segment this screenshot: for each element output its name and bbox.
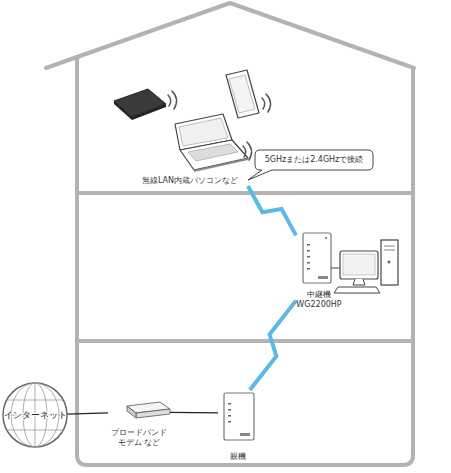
device-label: 中継機 WG2200HP bbox=[296, 290, 342, 310]
router-illustration bbox=[114, 89, 166, 120]
repeater-illustration-part bbox=[307, 262, 310, 264]
house-outline-part bbox=[77, 57, 413, 465]
callout-bubble: 5GHzまたは2.4GHzで接続 bbox=[256, 151, 372, 169]
callout-bubble-shape-part bbox=[248, 150, 373, 180]
cable-line bbox=[67, 413, 108, 414]
repeater-illustration bbox=[303, 233, 331, 283]
device-label: 5GHzまたは2.4GHzで接続 bbox=[265, 155, 364, 165]
tablet-illustration-part bbox=[229, 75, 255, 113]
wireless-link bbox=[250, 301, 296, 390]
desktop-pc-illustration bbox=[331, 240, 398, 293]
repeater-illustration-part bbox=[325, 237, 327, 239]
wifi-waves-part bbox=[262, 98, 265, 109]
laptop-illustration-part bbox=[180, 140, 248, 170]
desktop-pc-illustration-part bbox=[340, 251, 378, 279]
globe-label: インターネット bbox=[4, 410, 67, 420]
wifi-waves-part bbox=[243, 146, 246, 157]
house-outline-part bbox=[77, 339, 413, 343]
router-illustration-part bbox=[114, 89, 166, 117]
modem-illustration bbox=[127, 402, 170, 418]
base-unit-illustration-part bbox=[228, 415, 231, 417]
modem-illustration-part bbox=[136, 409, 170, 418]
callout-bubble-shape bbox=[248, 150, 373, 180]
base-unit-illustration-part bbox=[240, 433, 250, 436]
tablet-illustration bbox=[226, 70, 259, 118]
repeater-node: 中継機 WG2200HP bbox=[296, 232, 342, 310]
globe-illustration-part bbox=[3, 383, 67, 447]
repeater-illustration-part bbox=[303, 233, 331, 283]
house-outline bbox=[46, 3, 414, 465]
desktop-pc-illustration-part bbox=[334, 287, 380, 293]
repeater-illustration-part bbox=[307, 244, 310, 246]
wifi-waves bbox=[168, 91, 271, 160]
base-unit-illustration-part bbox=[224, 393, 254, 440]
tablet-illustration-part bbox=[226, 70, 259, 118]
laptop-illustration bbox=[175, 114, 248, 172]
device-label: 無線LAN内蔵パソコンなど bbox=[142, 176, 238, 186]
device-label: ブロードバンド モデム など bbox=[108, 428, 170, 448]
repeater-illustration-part bbox=[307, 250, 310, 252]
wifi-waves-part bbox=[168, 95, 171, 106]
base-unit-illustration-part bbox=[228, 403, 231, 405]
desktop-pc-illustration-part bbox=[388, 261, 391, 264]
desktop-pc-illustration-part bbox=[353, 279, 365, 285]
base-unit-illustration-part bbox=[228, 409, 231, 411]
house-outline-part bbox=[46, 3, 414, 68]
globe-illustration-part bbox=[3, 383, 67, 447]
connector-layer bbox=[67, 186, 296, 414]
wireless-link bbox=[248, 186, 296, 235]
laptop-illustration-part bbox=[188, 144, 238, 161]
repeater-illustration-part bbox=[307, 268, 310, 270]
desktop-pc-illustration-part bbox=[343, 254, 375, 275]
device-label: 親機 bbox=[230, 452, 246, 462]
wifi-waves-part bbox=[172, 91, 177, 109]
desktop-pc-illustration-part bbox=[384, 246, 395, 250]
cable-line bbox=[170, 412, 218, 414]
base-unit-node: 親機 bbox=[218, 390, 258, 462]
wifi-waves-part bbox=[247, 142, 252, 160]
desktop-pc-illustration-part bbox=[381, 240, 398, 285]
router-illustration-part bbox=[114, 101, 166, 120]
repeater-illustration-part bbox=[307, 256, 310, 258]
wifi-waves-part bbox=[266, 94, 271, 112]
base-unit-illustration bbox=[224, 393, 254, 440]
base-unit-illustration-part bbox=[228, 421, 231, 423]
house-outline-part bbox=[77, 191, 413, 195]
laptop-illustration-part bbox=[194, 158, 248, 172]
globe-illustration bbox=[3, 383, 67, 447]
laptop-node: 無線LAN内蔵パソコンなど bbox=[130, 118, 250, 186]
modem-illustration-part bbox=[127, 406, 136, 418]
internet-globe: インターネット bbox=[3, 383, 67, 447]
modem-node: ブロードバンド モデム など bbox=[108, 400, 170, 448]
desktop-pc-illustration-part bbox=[331, 268, 340, 269]
repeater-illustration-part bbox=[318, 276, 328, 279]
